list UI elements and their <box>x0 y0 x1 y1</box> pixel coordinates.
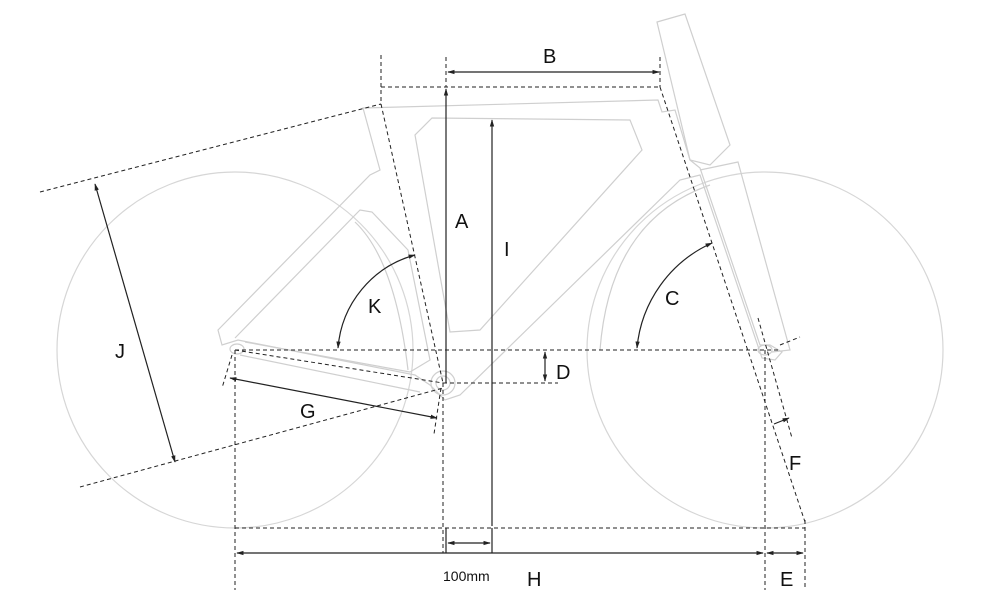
front-axle <box>757 344 773 356</box>
label-b: B <box>543 46 556 68</box>
dimension-lines <box>94 69 804 556</box>
angle-c <box>635 242 713 349</box>
dimension-j <box>94 183 176 463</box>
label-e: E <box>780 569 793 591</box>
rear-axle <box>229 343 245 355</box>
dimension-g <box>229 377 438 419</box>
label-g: G <box>300 401 316 423</box>
label-f: F <box>789 453 801 475</box>
label-h: H <box>527 569 541 591</box>
label-d: D <box>556 362 570 384</box>
dimension-f <box>773 417 790 425</box>
label-c: C <box>665 288 679 310</box>
angle-k <box>336 254 416 349</box>
label-a: A <box>455 211 469 233</box>
label-j: J <box>115 341 125 363</box>
label-i: I <box>504 239 510 261</box>
label-k: K <box>368 296 382 318</box>
label-100mm: 100mm <box>443 568 490 584</box>
